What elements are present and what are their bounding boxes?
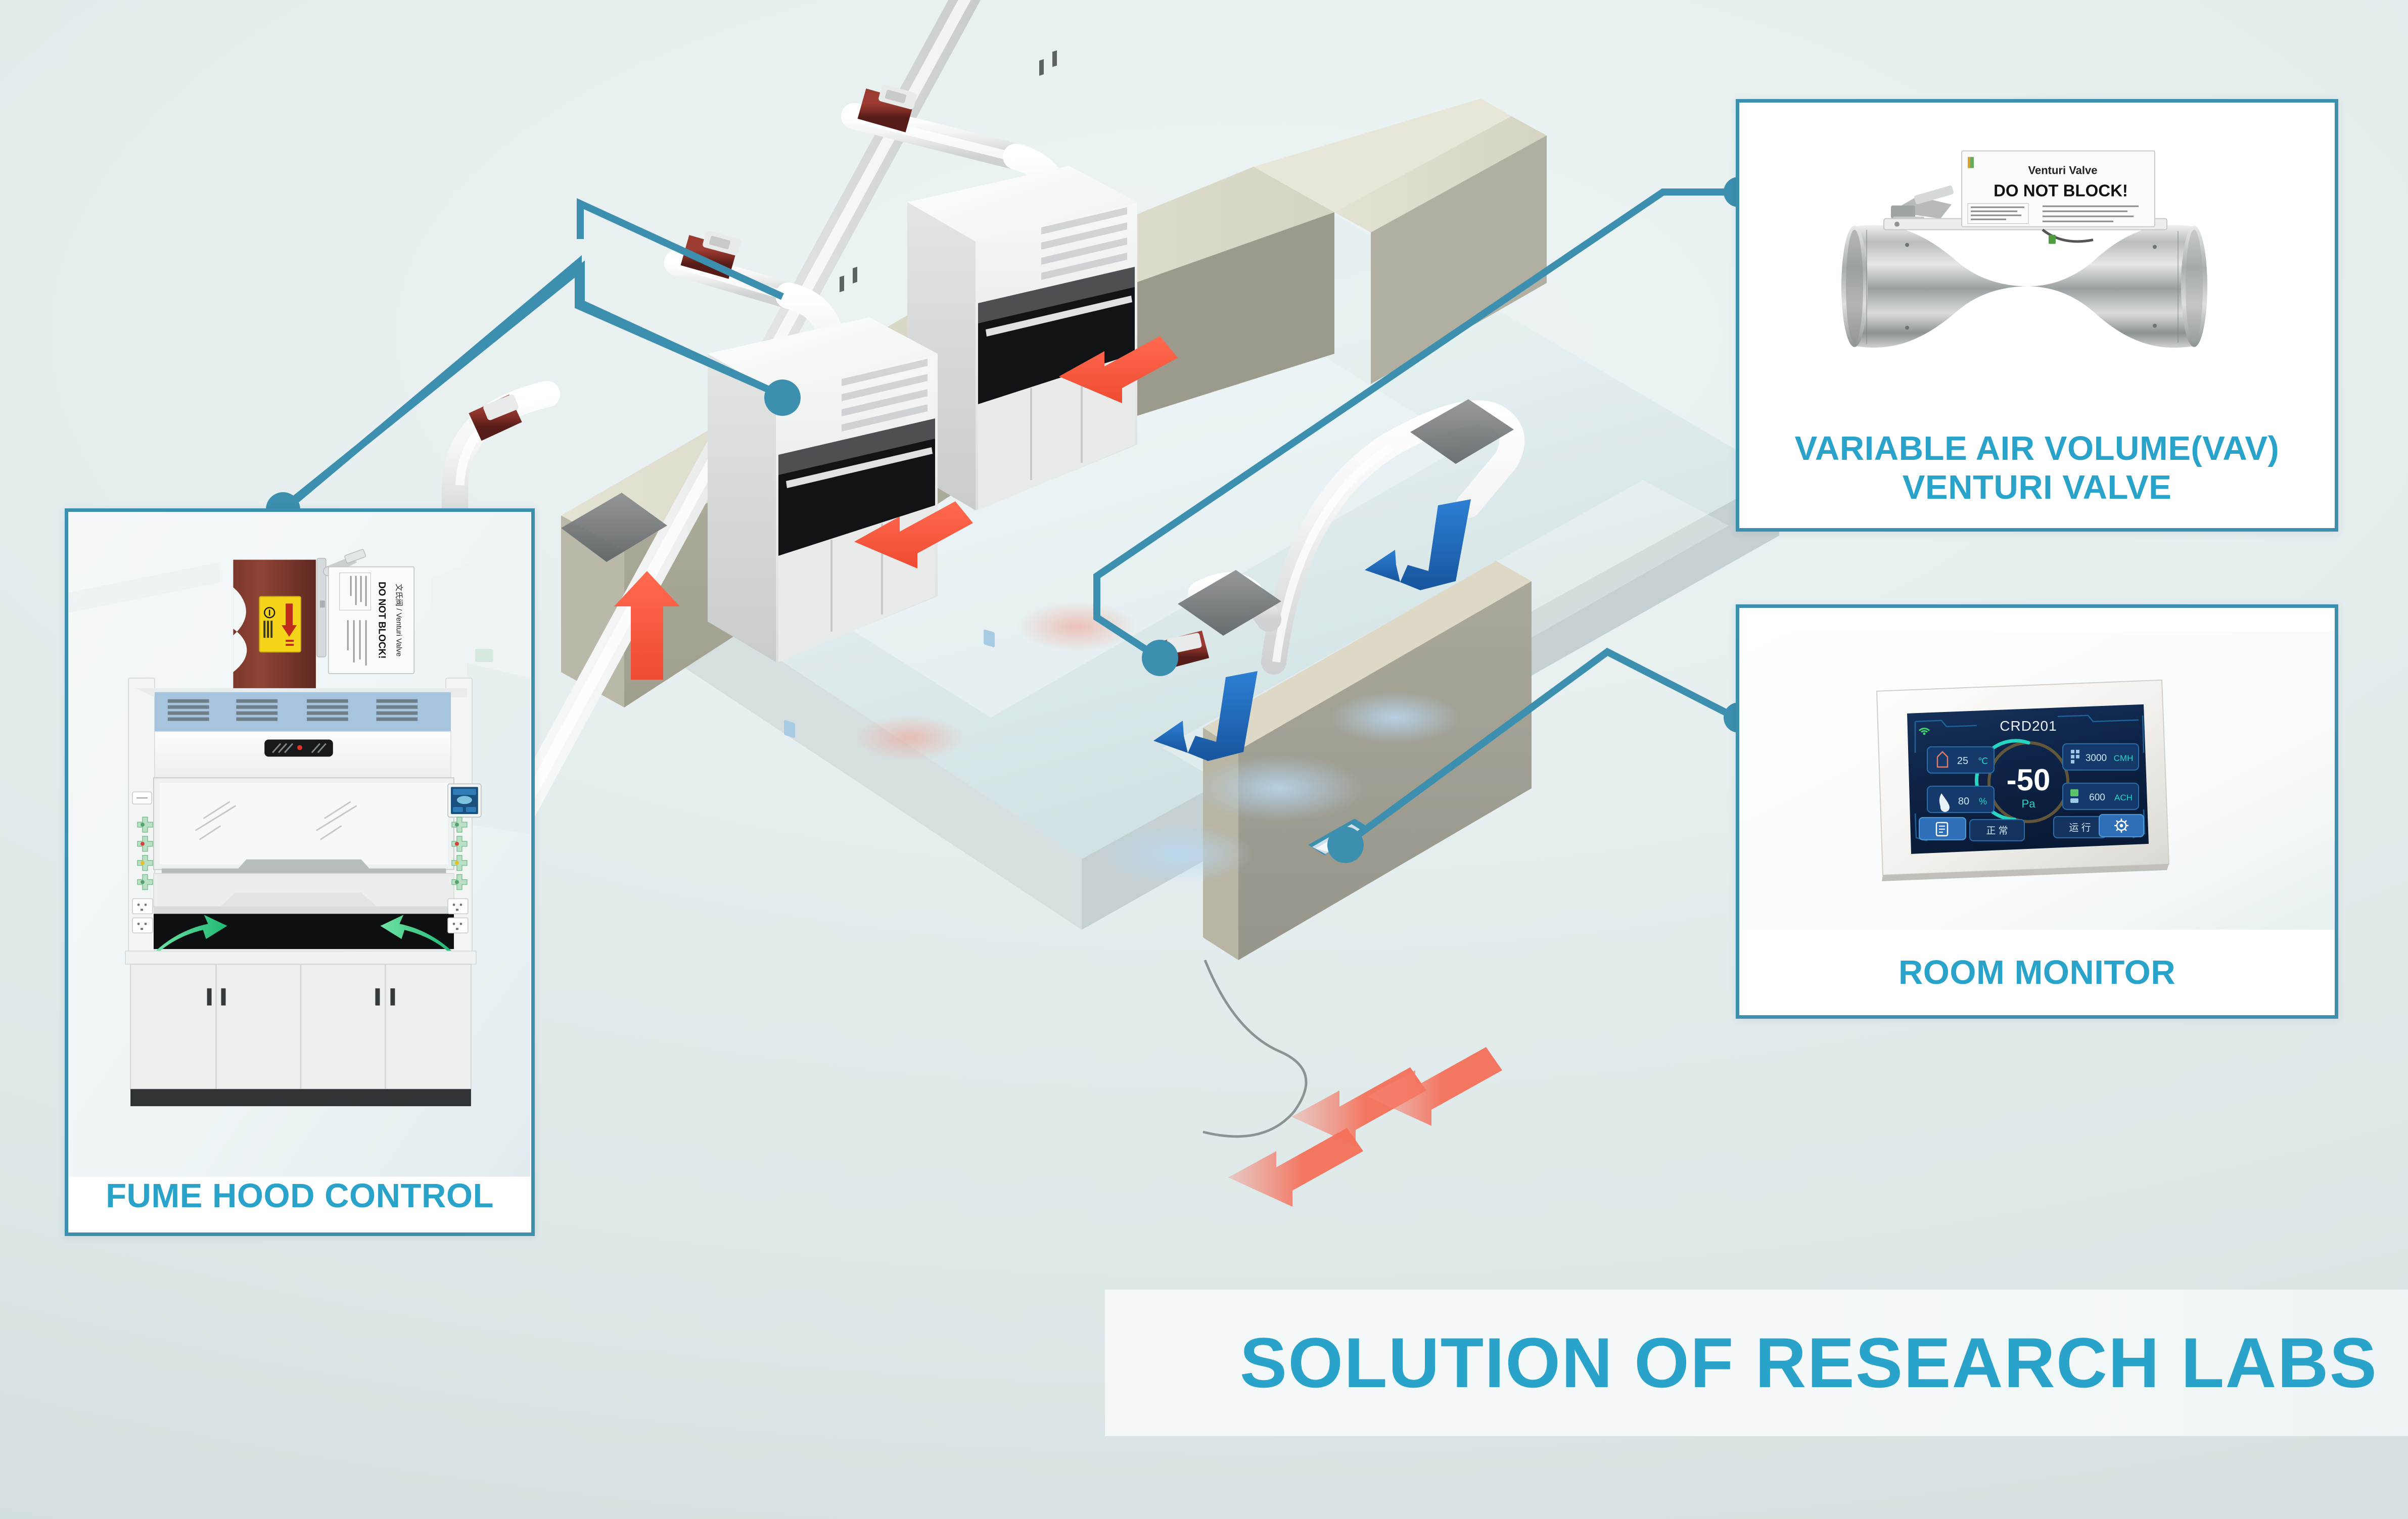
power-socket (132, 917, 153, 933)
venturi-label-plate: Venturi Valve DO NOT BLOCK! (1961, 150, 2155, 227)
airflow-value: 3000 (2086, 753, 2107, 764)
callout-leader-vav (1093, 188, 1736, 660)
room-monitor-photo: CRD201 -50 Pa 25 ℃ 80 % (1739, 608, 2335, 954)
callout-leader-room (1342, 647, 1738, 848)
service-valve-knob (137, 874, 153, 890)
service-valve-knob (451, 874, 468, 890)
monitor-room-id: CRD201 (2000, 718, 2057, 734)
caption-line-1: ROOM MONITOR (1898, 953, 2176, 991)
service-valve-knob (137, 836, 153, 852)
air-changes-unit: ACH (2114, 793, 2133, 802)
venturi-body (1855, 225, 2194, 348)
duct-wall-plate (561, 399, 1514, 636)
temperature-unit: ℃ (1978, 756, 1988, 766)
power-socket (447, 898, 469, 915)
exhaust-airflow-arrow (614, 336, 1178, 680)
hazard-warning-sticker (259, 596, 301, 653)
airflow-glow-blue (1193, 755, 1365, 822)
airflow-glow-blue (1329, 691, 1461, 744)
fume-hood-front (708, 266, 938, 738)
service-valve-knob (451, 817, 468, 833)
service-valve-knob (451, 855, 468, 871)
temperature-tile: 25 ℃ (1927, 746, 1995, 774)
airflow-tile: 3000 CMH (2062, 743, 2139, 771)
wifi-icon (1918, 728, 1930, 735)
hood-right-fixtures (447, 817, 469, 933)
fume-hood-body (125, 677, 482, 1107)
panel-caption-hood: FUME HOOD CONTROL (68, 1177, 531, 1232)
humidity-tile: 80 % (1927, 785, 1995, 813)
screen-button-settings (2099, 814, 2144, 837)
page-title: SOLUTION OF RESEARCH LABS (1239, 1323, 2378, 1402)
isometric-lab-scene (266, 0, 1779, 1207)
airflow-unit: CMH (2114, 753, 2134, 763)
venturi-valve-on-duct-3 (469, 394, 522, 441)
panel-caption-vav: VARIABLE AIR VOLUME(VAV) VENTURI VALVE (1739, 430, 2335, 528)
airflow-arrow-green (155, 915, 452, 954)
venturi-label-title: Venturi Valve (2028, 164, 2098, 177)
button-left-label: 正 常 (1986, 825, 2008, 836)
venturi-label-warning: DO NOT BLOCK! (1994, 181, 2128, 200)
air-changes-value: 600 (2089, 792, 2105, 803)
airflow-glow-blue (1102, 824, 1254, 884)
caption-line-1: VARIABLE AIR VOLUME(VAV) (1794, 430, 2280, 468)
venturi-valve-photo: Venturi Valve DO NOT BLOCK! (1739, 103, 2335, 430)
airflow-glow-red (1016, 601, 1137, 652)
humidity-value: 80 (1958, 796, 1969, 807)
power-socket (132, 898, 153, 915)
venturi-valve-on-duct-1 (857, 84, 917, 132)
airflow-glow-red (854, 715, 965, 761)
exhaust-airflow-arrow-faded (1228, 1047, 1502, 1207)
screen-button-status-normal: 正 常 (1969, 819, 2025, 841)
gear-icon (2114, 818, 2128, 833)
hood-control-touchscreen (447, 783, 482, 818)
screen-button-left (1919, 817, 1966, 840)
hood-valve-label-warning: DO NOT BLOCK! (376, 582, 387, 658)
pressure-unit: Pa (2022, 797, 2036, 810)
humidity-unit: % (1979, 796, 1987, 806)
signal-cable (1202, 960, 1308, 1138)
temperature-value: 25 (1957, 755, 1968, 767)
right-side-wall (1334, 116, 1547, 384)
hood-valve-label: 文氏阀 / Venturi Valve DO NOT BLOCK! (328, 566, 415, 674)
hood-left-fixtures (132, 791, 153, 933)
fume-hood-diagram: 文氏阀 / Venturi Valve DO NOT BLOCK! (68, 512, 531, 1177)
callout-leader-hood (281, 260, 782, 511)
button-right-label: 运 行 (2069, 822, 2091, 833)
valve-actuator-arm (1891, 185, 1954, 224)
caption-line-2: VENTURI VALVE (1902, 468, 2172, 506)
service-valve-knob (137, 855, 153, 871)
service-valve-knob (137, 817, 153, 833)
hood-venturi-duct: 文氏阀 / Venturi Valve DO NOT BLOCK! (233, 549, 415, 691)
callout-panel-room-monitor[interactable]: CRD201 -50 Pa 25 ℃ 80 % (1736, 604, 2338, 1019)
power-socket (447, 917, 469, 933)
screen-button-status-running: 运 行 (2053, 816, 2107, 838)
hood-valve-label-title: 文氏阀 / Venturi Valve (394, 584, 403, 656)
service-valve-knob (451, 836, 468, 852)
caption-line-1: FUME HOOD CONTROL (106, 1176, 494, 1215)
title-bar: SOLUTION OF RESEARCH LABS (1105, 1290, 2408, 1436)
panel-caption-room: ROOM MONITOR (1739, 954, 2335, 1015)
supply-airflow-arrow (1153, 499, 1471, 761)
pressure-value: -50 (2007, 763, 2051, 797)
air-changes-tile: 600 ACH (2062, 782, 2139, 810)
callout-panel-fume-hood[interactable]: 文氏阀 / Venturi Valve DO NOT BLOCK! (65, 508, 535, 1236)
callout-panel-vav[interactable]: Venturi Valve DO NOT BLOCK! VARIABLE AIR… (1736, 99, 2338, 532)
